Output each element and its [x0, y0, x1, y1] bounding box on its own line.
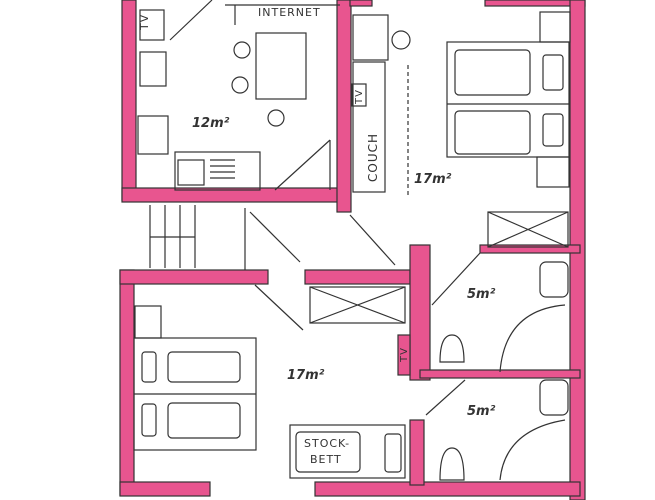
furniture — [133, 0, 571, 481]
walls — [119, 0, 586, 500]
tv-label-bedroom-bottom: TV — [399, 347, 410, 362]
couch-label: COUCH — [366, 132, 380, 182]
tv-label-kitchen: TV — [138, 13, 151, 30]
tv-label-bedroom-top: TV — [354, 89, 365, 104]
stockbett-label-1: STOCK- — [304, 437, 351, 450]
area-bedroom-top: 17m² — [414, 172, 452, 187]
stockbett-label-2: BETT — [310, 453, 342, 466]
internet-label: INTERNET — [258, 6, 321, 19]
area-kitchen: 12m² — [192, 116, 230, 131]
area-bathroom-2: 5m² — [467, 404, 496, 419]
area-bedroom-bottom: 17m² — [287, 368, 325, 383]
area-bathroom-1: 5m² — [467, 287, 496, 302]
